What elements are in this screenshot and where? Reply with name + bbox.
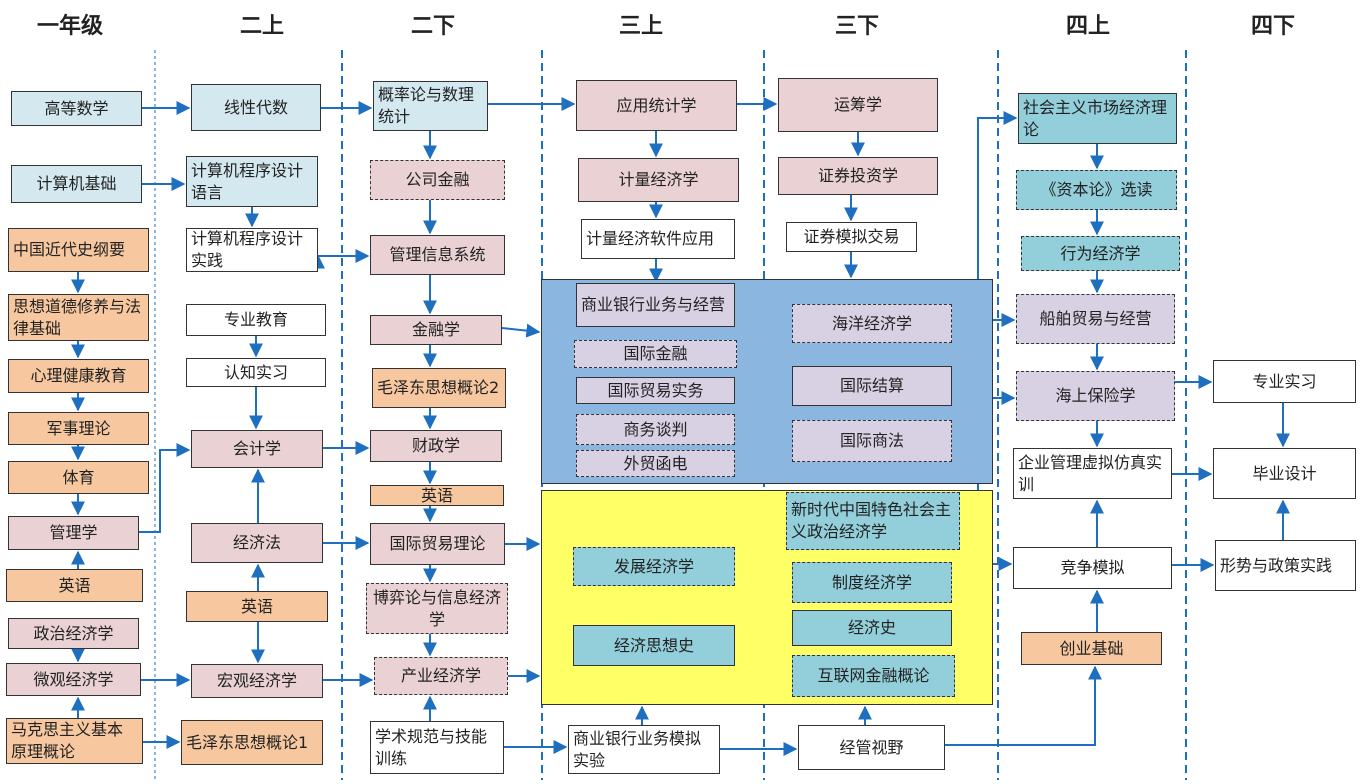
course-zzjjx1: 政治经济学 (8, 618, 139, 649)
course-cyjc: 创业基础 (1021, 632, 1162, 665)
course-rzsx: 认知实习 (186, 358, 326, 387)
course-kjx: 会计学 (191, 430, 323, 468)
course-xszc: 形势与政策实践 (1215, 540, 1356, 591)
course-cbmy: 船舶贸易与经营 (1016, 294, 1175, 344)
course-jljjx: 计量经济学 (578, 158, 739, 202)
course-gaodeng: 高等数学 (11, 91, 142, 126)
course-xsd: 新时代中国特色社会主义政治经济学 (786, 492, 960, 550)
course-glxx: 管理信息系统 (370, 235, 505, 275)
course-bysj: 毕业设计 (1213, 448, 1356, 499)
flow-arrow (139, 443, 191, 533)
course-jsjjc: 计算机基础 (11, 165, 142, 203)
course-jrx: 金融学 (370, 315, 502, 345)
course-tiyu: 体育 (8, 461, 149, 494)
course-gjmyll: 国际贸易理论 (370, 523, 505, 565)
course-jzmn: 竞争模拟 (1013, 547, 1172, 589)
header-y4-spring: 四下 (1250, 14, 1295, 39)
course-swtp: 商务谈判 (576, 414, 735, 445)
course-yy3: 英语 (370, 485, 504, 506)
course-xwjjx: 行为经济学 (1021, 236, 1180, 271)
course-zdjjx: 制度经济学 (792, 562, 952, 603)
course-gsjr: 公司金融 (370, 160, 505, 200)
course-glx: 管理学 (8, 516, 139, 550)
course-jsjcx: 计算机程序设计语言 (186, 156, 318, 207)
arrows (71, 97, 1290, 756)
course-zqmn: 证券模拟交易 (786, 222, 917, 252)
course-gjjs: 国际结算 (792, 366, 952, 406)
header-year1: 一年级 (36, 14, 103, 39)
course-jjs: 经济史 (792, 610, 952, 646)
course-zgjds: 中国近代史纲要 (8, 228, 149, 272)
course-xsgf: 学术规范与技能训练 (370, 721, 504, 774)
course-mzd2: 毛泽东思想概论2 (372, 368, 506, 408)
header-y2-fall: 二上 (239, 14, 284, 39)
course-hyjjx: 海洋经济学 (792, 304, 952, 343)
course-gjjr: 国际金融 (574, 340, 737, 368)
course-gll: 概率论与数理统计 (373, 81, 488, 131)
course-gjsf: 国际商法 (792, 420, 952, 462)
course-yy2: 英语 (186, 591, 328, 622)
course-wmhd: 外贸函电 (576, 450, 735, 477)
course-mks: 马克思主义基本原理概论 (6, 718, 143, 764)
course-sxdd: 思想道德修养与法律基础 (8, 294, 149, 341)
course-yy1: 英语 (6, 569, 143, 602)
course-czx: 财政学 (370, 430, 502, 462)
header-y2-spring: 二下 (410, 14, 455, 39)
course-syyh: 商业银行业务与经营 (576, 283, 735, 327)
course-zbl: 《资本论》选读 (1016, 170, 1177, 210)
course-jjf: 经济法 (191, 523, 323, 563)
course-jgsy: 经管视野 (798, 725, 945, 770)
course-xxds: 线性代数 (191, 84, 321, 131)
course-jsjsj: 计算机程序设计实践 (186, 228, 318, 272)
flow-arrow (945, 665, 1102, 746)
course-jlrj: 计量经济软件应用 (581, 219, 735, 259)
course-xljk: 心理健康教育 (8, 359, 149, 393)
course-qygl: 企业管理虚拟仿真实训 (1013, 448, 1172, 499)
course-mzd1: 毛泽东思想概论1 (181, 720, 323, 765)
course-fzjjx: 发展经济学 (573, 547, 735, 586)
header-y3-spring: 三下 (834, 14, 879, 39)
course-hlw: 互联网金融概论 (792, 655, 955, 697)
course-cyjjx: 产业经济学 (374, 657, 508, 695)
course-jjsxs: 经济思想史 (573, 625, 735, 666)
header-y4-fall: 四上 (1065, 14, 1110, 39)
header-y3-fall: 三上 (618, 14, 663, 39)
course-gjmysw: 国际贸易实务 (576, 377, 735, 404)
course-hsbx: 海上保险学 (1016, 371, 1175, 421)
course-syyhmn: 商业银行业务模拟实验 (568, 725, 720, 774)
course-zyjy: 专业教育 (186, 304, 326, 336)
course-wgjjx: 微观经济学 (6, 663, 141, 696)
course-zysx: 专业实习 (1213, 360, 1356, 403)
flow-arrow (501, 323, 541, 338)
course-hgjjx: 宏观经济学 (191, 664, 323, 698)
course-shzy: 社会主义市场经济理论 (1018, 93, 1177, 144)
course-yytjx: 应用统计学 (576, 80, 737, 131)
course-jsll: 军事理论 (8, 412, 149, 445)
course-ycx: 运筹学 (778, 78, 938, 132)
course-byl: 博弈论与信息经济学 (366, 583, 508, 634)
course-zqtz: 证券投资学 (778, 157, 938, 195)
